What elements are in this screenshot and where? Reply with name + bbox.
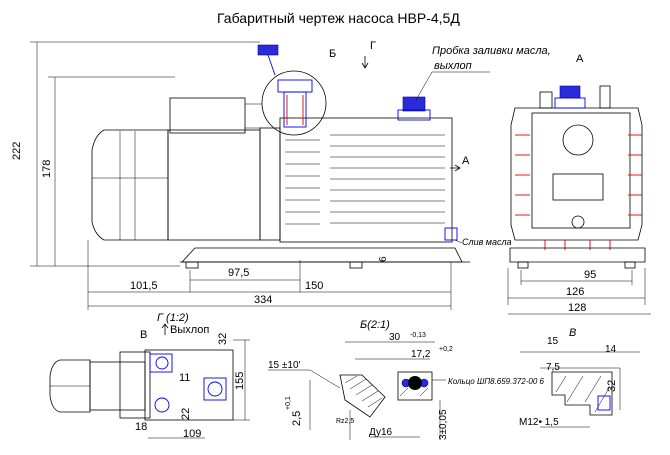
- detail-b-circle: [261, 70, 327, 136]
- view-b-dim-17-2: 17,2: [411, 349, 431, 360]
- dim-97-5: 97,5: [228, 267, 249, 279]
- drawing-title: Габаритный чертеж насоса НВР-4,5Д: [217, 10, 460, 26]
- view-mark-g: Г: [370, 40, 376, 52]
- top-motor: [49, 359, 91, 413]
- view-b-tol-2-5: +0,1: [285, 396, 292, 410]
- view-b-tol-30: -0,13: [410, 332, 426, 339]
- view-v: В 15 14 7,5 32 М12• 1,5: [519, 327, 640, 428]
- view-b-label: Б(2:1): [360, 319, 390, 331]
- view-g-dim-155: 155: [234, 372, 246, 390]
- view-v-dim-15: 15: [547, 336, 559, 347]
- side-window: [562, 124, 594, 156]
- view-b-du16: Ду16: [369, 427, 393, 438]
- cooling-fins: [285, 134, 445, 225]
- view-b-section: [339, 374, 386, 418]
- view-mark-a-top: А: [576, 53, 584, 65]
- side-body: [510, 107, 643, 241]
- view-v-thread: М12• 1,5: [519, 417, 559, 428]
- drain-plug: [444, 227, 458, 241]
- pump-flange: [259, 127, 281, 241]
- view-v-label: В: [569, 327, 576, 339]
- view-g-dim-32: 32: [217, 333, 229, 345]
- dim-150: 150: [305, 280, 323, 292]
- motor-body: [91, 129, 169, 241]
- top-knob: [257, 44, 279, 56]
- view-g-dim-18: 18: [135, 421, 147, 433]
- side-view-a: 95 126 128: [507, 85, 651, 315]
- top-pump: [144, 349, 234, 421]
- dim-overall-height: 222: [11, 142, 23, 160]
- view-b-tol-17-2: +0,2: [439, 346, 453, 353]
- dim-128: 128: [568, 302, 586, 314]
- view-v-dim-32: 32: [606, 380, 618, 392]
- view-b-angle: 15 ±10': [268, 360, 301, 371]
- view-b: Б(2:1) 30 -0,13 17,2 +0,2 15 ±10' Кольцо…: [268, 319, 544, 440]
- exhaust-label: Выхлоп: [170, 324, 209, 336]
- terminal-box: [169, 97, 246, 134]
- dim-axis-height: 178: [41, 160, 53, 178]
- view-g-dim-11: 11: [179, 372, 190, 384]
- oil-plug-label-2: выхлоп: [434, 60, 472, 72]
- view-g-b-mark: В: [140, 329, 147, 341]
- section-mark-b: Б: [329, 48, 336, 60]
- oil-drain-label: Слив масла: [462, 237, 512, 247]
- dim-95: 95: [584, 269, 596, 281]
- dim-6: 6: [378, 256, 389, 262]
- dim-126: 126: [566, 286, 584, 298]
- view-g-label: Г (1:2): [157, 312, 189, 324]
- dim-101-5: 101,5: [130, 280, 158, 292]
- dim-334: 334: [254, 294, 272, 306]
- view-b-ring: [397, 371, 433, 401]
- view-b-ring-label: Кольцо ШП8.659.372-00 6: [448, 377, 544, 386]
- view-v-dim-14: 14: [605, 344, 617, 355]
- inlet-fitting: [277, 79, 313, 128]
- view-mark-a-side: А: [462, 155, 470, 167]
- pump-body: [279, 117, 453, 243]
- view-b-dim-3: 3±0,05: [438, 409, 449, 440]
- side-bolts: [515, 134, 642, 250]
- view-b-dim-30: 30: [389, 332, 401, 343]
- view-g-dim-109: 109: [183, 428, 201, 440]
- view-g: Г (1:2) В Выхлоп 155 32 11 22 18 109: [49, 312, 250, 440]
- oil-fill-plug: [397, 96, 431, 121]
- oil-plug-label-1: Пробка заливки масла,: [432, 45, 551, 57]
- view-b-roughness: Rz2,5: [336, 418, 354, 425]
- motor-housing: [167, 129, 261, 241]
- pump-base: [181, 247, 463, 263]
- view-v-dim-7-5: 7,5: [546, 362, 560, 373]
- view-g-dim-22: 22: [180, 408, 192, 420]
- view-v-body: [551, 371, 613, 416]
- main-view: Б Г Пробка заливки масла, выхлоп А А Сли…: [11, 40, 584, 310]
- view-b-dim-2-5: 2,5: [291, 411, 303, 426]
